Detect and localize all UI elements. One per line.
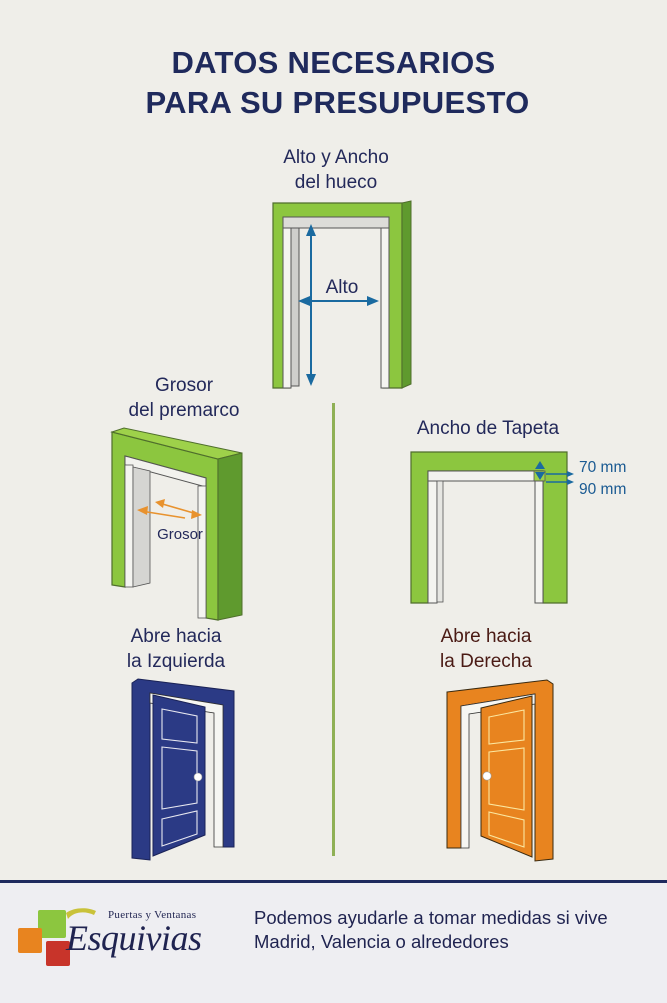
hueco-label-line1: Alto y Ancho: [283, 147, 389, 168]
izquierda-label-line2: la Izquierda: [126, 651, 226, 672]
footer: [0, 880, 667, 1003]
page-title-line2: PARA SU PRESUPUESTO: [145, 85, 530, 120]
hueco-label-line2: del hueco: [294, 172, 378, 193]
door-trim-width-icon: [410, 451, 574, 604]
premarco-label-line2: del premarco: [128, 400, 240, 421]
premarco-measure-label: Grosor: [157, 526, 203, 543]
derecha-label-line1: Abre hacia: [440, 626, 532, 647]
logo-tagline: Puertas y Ventanas: [108, 909, 197, 921]
footer-message-line2: Madrid, Valencia o alrededores: [254, 931, 509, 952]
logo-brand: Esquivias: [66, 918, 202, 958]
door-frame-thickness-icon: [110, 427, 243, 621]
derecha-label-line2: la Derecha: [440, 651, 532, 672]
tapeta-option-70mm: 70 mm: [579, 459, 627, 476]
tapeta-label: Ancho de Tapeta: [416, 418, 560, 439]
premarco-label-line1: Grosor: [154, 375, 214, 396]
logo-squares-icon: [18, 908, 96, 966]
door-frame-height-width-icon: [272, 200, 412, 389]
company-logo[interactable]: Puertas y Ventanas Esquivias: [16, 905, 231, 975]
izquierda-label-line1: Abre hacia: [130, 626, 222, 647]
footer-message-line1: Podemos ayudarle a tomar medidas si vive: [254, 907, 608, 928]
tapeta-option-90mm: 90 mm: [579, 481, 627, 498]
footer-message: Podemos ayudarle a tomar medidas si vive…: [254, 906, 664, 954]
hueco-measure-label: Alto: [325, 277, 359, 298]
page-title-line1: DATOS NECESARIOS: [171, 45, 496, 80]
door-opening-right-icon: [446, 679, 554, 862]
section-divider: [332, 403, 335, 856]
door-opening-left-icon: [131, 678, 235, 861]
